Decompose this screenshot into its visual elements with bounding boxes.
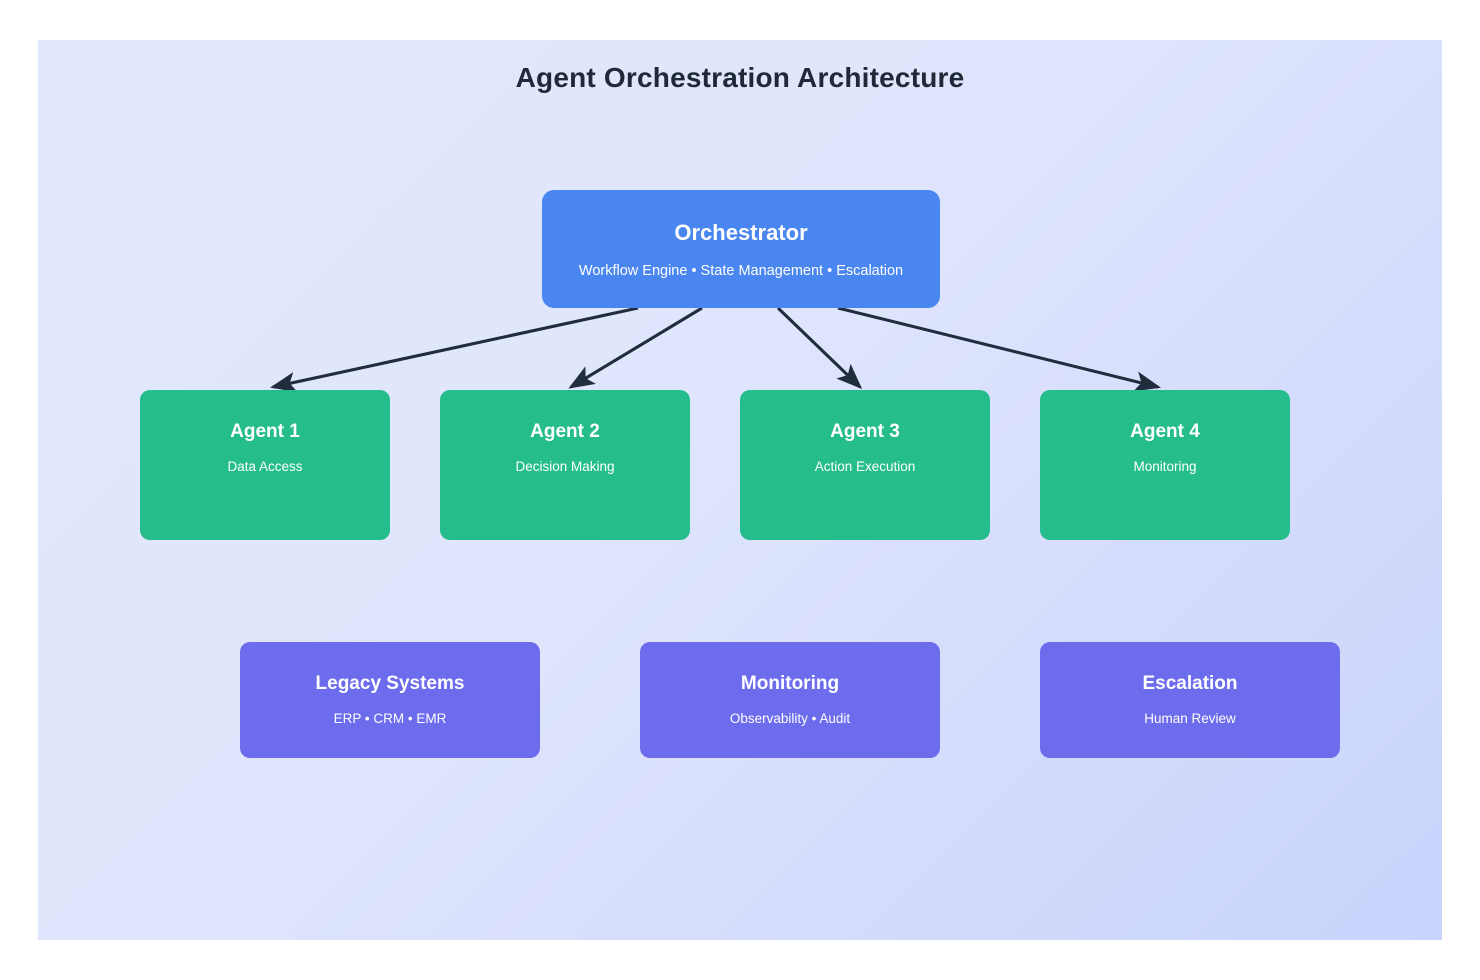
node-agent-4-subtitle: Monitoring	[1133, 459, 1197, 474]
node-agent-1[interactable]: Agent 1 Data Access	[140, 390, 390, 540]
node-orchestrator-subtitle: Workflow Engine • State Management • Esc…	[578, 263, 904, 279]
node-agent-2-subtitle: Decision Making	[515, 459, 615, 474]
node-agent-2[interactable]: Agent 2 Decision Making	[440, 390, 690, 540]
node-agent-3-title: Agent 3	[830, 421, 900, 442]
node-monitoring[interactable]: Monitoring Observability • Audit	[640, 642, 940, 758]
node-legacy-systems[interactable]: Legacy Systems ERP • CRM • EMR	[240, 642, 540, 758]
node-escalation[interactable]: Escalation Human Review	[1040, 642, 1340, 758]
node-monitoring-subtitle: Observability • Audit	[729, 711, 851, 726]
diagram-canvas: Agent Orchestration Architecture Orchest…	[38, 40, 1442, 940]
node-orchestrator[interactable]: Orchestrator Workflow Engine • State Man…	[542, 190, 940, 308]
node-agent-3-subtitle: Action Execution	[814, 459, 916, 474]
node-monitoring-title: Monitoring	[740, 673, 840, 694]
node-orchestrator-title: Orchestrator	[674, 220, 808, 245]
edge-orchestrator-agent-1	[269, 306, 639, 393]
node-agent-1-subtitle: Data Access	[227, 459, 303, 474]
node-agent-3[interactable]: Agent 3 Action Execution	[740, 390, 990, 540]
node-agent-2-title: Agent 2	[530, 421, 600, 442]
node-agent-4-title: Agent 4	[1130, 421, 1200, 442]
node-legacy-systems-subtitle: ERP • CRM • EMR	[333, 711, 447, 726]
edge-orchestrator-agent-4	[837, 306, 1162, 392]
node-agent-1-title: Agent 1	[230, 421, 300, 442]
node-escalation-title: Escalation	[1142, 673, 1238, 694]
node-agent-4[interactable]: Agent 4 Monitoring	[1040, 390, 1290, 540]
page-title: Agent Orchestration Architecture	[515, 62, 965, 93]
node-legacy-systems-title: Legacy Systems	[315, 673, 465, 694]
edge-orchestrator-agent-2	[568, 306, 703, 389]
edge-orchestrator-agent-3	[776, 306, 863, 390]
node-escalation-subtitle: Human Review	[1144, 711, 1236, 726]
